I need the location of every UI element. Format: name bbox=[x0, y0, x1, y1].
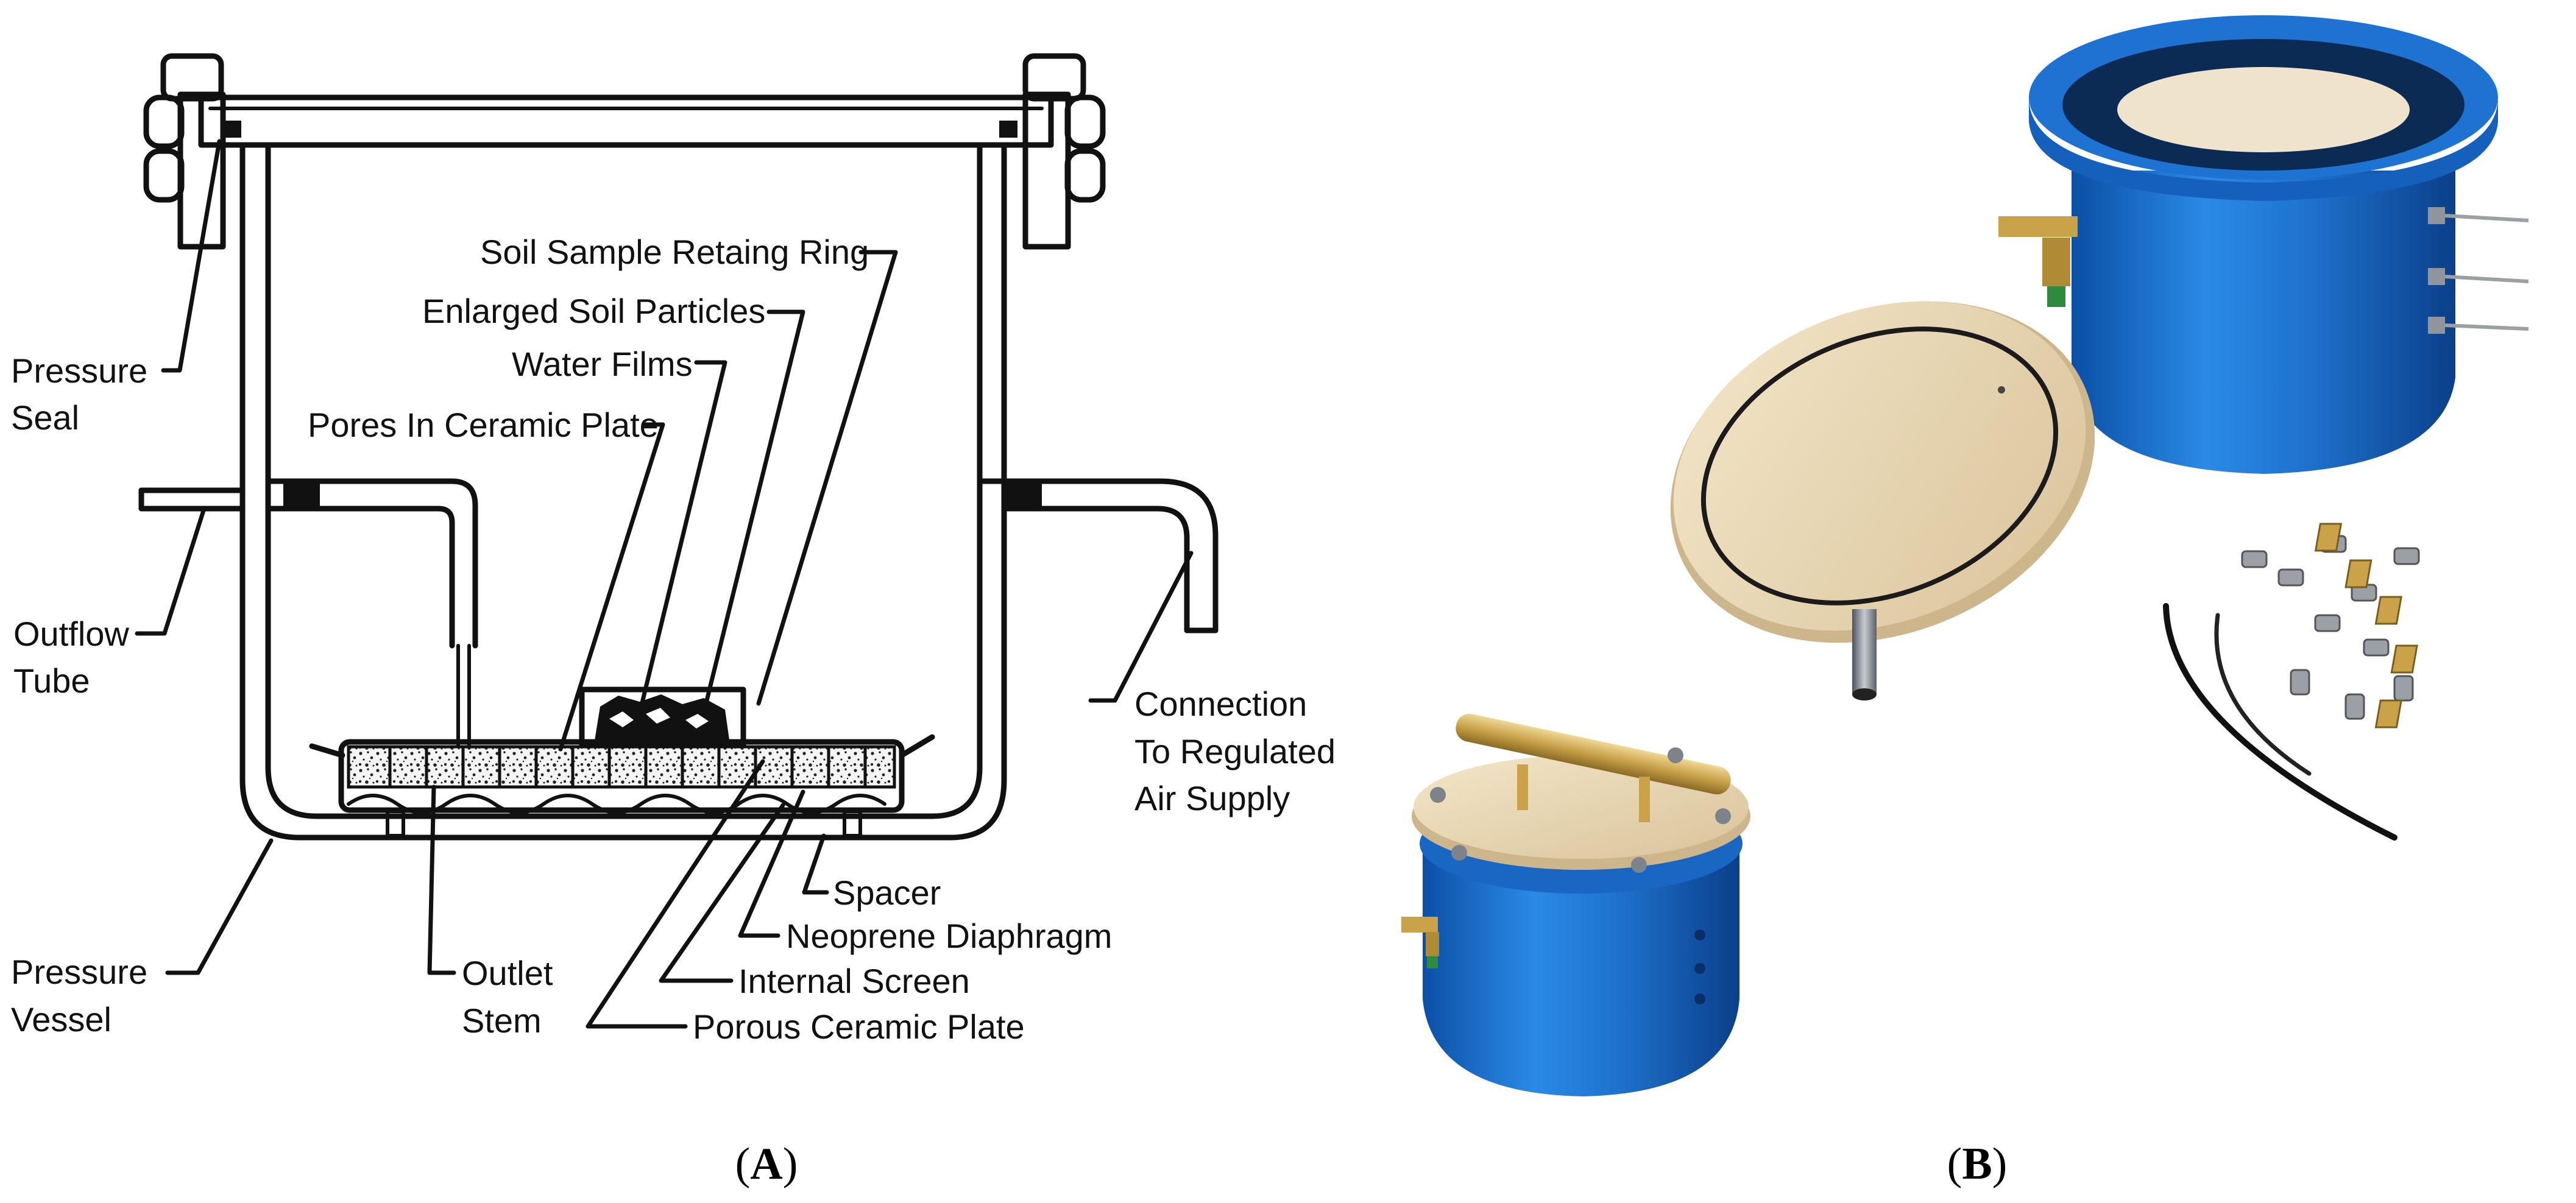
label-outlet-stem-line1: Outlet bbox=[462, 954, 553, 992]
label-outflow-tube-line2: Tube bbox=[13, 661, 90, 700]
label-pores-in-ceramic-plate: Pores In Ceramic Plate bbox=[308, 406, 659, 444]
soil-sample bbox=[579, 686, 746, 749]
ceramic-plate-assembly bbox=[309, 734, 935, 838]
label-water-films: Water Films bbox=[512, 345, 693, 383]
vessel-lid bbox=[1670, 301, 2095, 700]
accessory-fittings bbox=[2163, 523, 2420, 841]
label-pressure-vessel-line2: Vessel bbox=[11, 1000, 111, 1039]
caption-a: (A) bbox=[735, 1139, 798, 1189]
outflow-tube bbox=[138, 478, 478, 748]
assembled-pressure-vessel bbox=[1401, 713, 1750, 1096]
label-connection-line3: Air Supply bbox=[1134, 779, 1290, 817]
label-connection-line1: Connection bbox=[1134, 685, 1307, 723]
panel-a-schematic: Pressure Seal Soil Sample Retaing Ring E… bbox=[11, 53, 1336, 1189]
clamp-bar bbox=[198, 94, 1054, 148]
label-porous-ceramic-plate: Porous Ceramic Plate bbox=[693, 1007, 1025, 1046]
label-pressure-seal-line1: Pressure bbox=[11, 351, 147, 390]
leader-lines bbox=[135, 139, 1194, 1029]
label-spacer: Spacer bbox=[833, 873, 941, 912]
label-outlet-stem-line2: Stem bbox=[462, 1001, 542, 1040]
label-neoprene-diaphragm: Neoprene Diaphragm bbox=[786, 917, 1112, 955]
air-supply-connection bbox=[977, 478, 1219, 633]
vessel-side-ports bbox=[2428, 207, 2529, 334]
panel-b-photograph: (B) bbox=[1401, 15, 2529, 1189]
open-pressure-vessel bbox=[1998, 15, 2529, 474]
caption-b: (B) bbox=[1947, 1139, 2008, 1189]
right-bolt-assembly bbox=[999, 53, 1106, 250]
label-enlarged-soil-particles: Enlarged Soil Particles bbox=[422, 292, 765, 330]
pressure-vessel-walls bbox=[239, 142, 1007, 841]
label-pressure-vessel-line1: Pressure bbox=[11, 953, 147, 991]
label-connection-line2: To Regulated bbox=[1134, 732, 1336, 771]
label-soil-sample-retaining-ring: Soil Sample Retaing Ring bbox=[480, 233, 869, 271]
vessel-brass-fitting bbox=[1998, 216, 2078, 307]
schematic-labels: Pressure Seal Soil Sample Retaing Ring E… bbox=[11, 233, 1336, 1046]
label-pressure-seal-line2: Seal bbox=[11, 398, 79, 437]
label-internal-screen: Internal Screen bbox=[738, 962, 970, 1000]
label-outflow-tube-line1: Outflow bbox=[13, 615, 129, 653]
left-bolt-assembly bbox=[143, 53, 241, 250]
